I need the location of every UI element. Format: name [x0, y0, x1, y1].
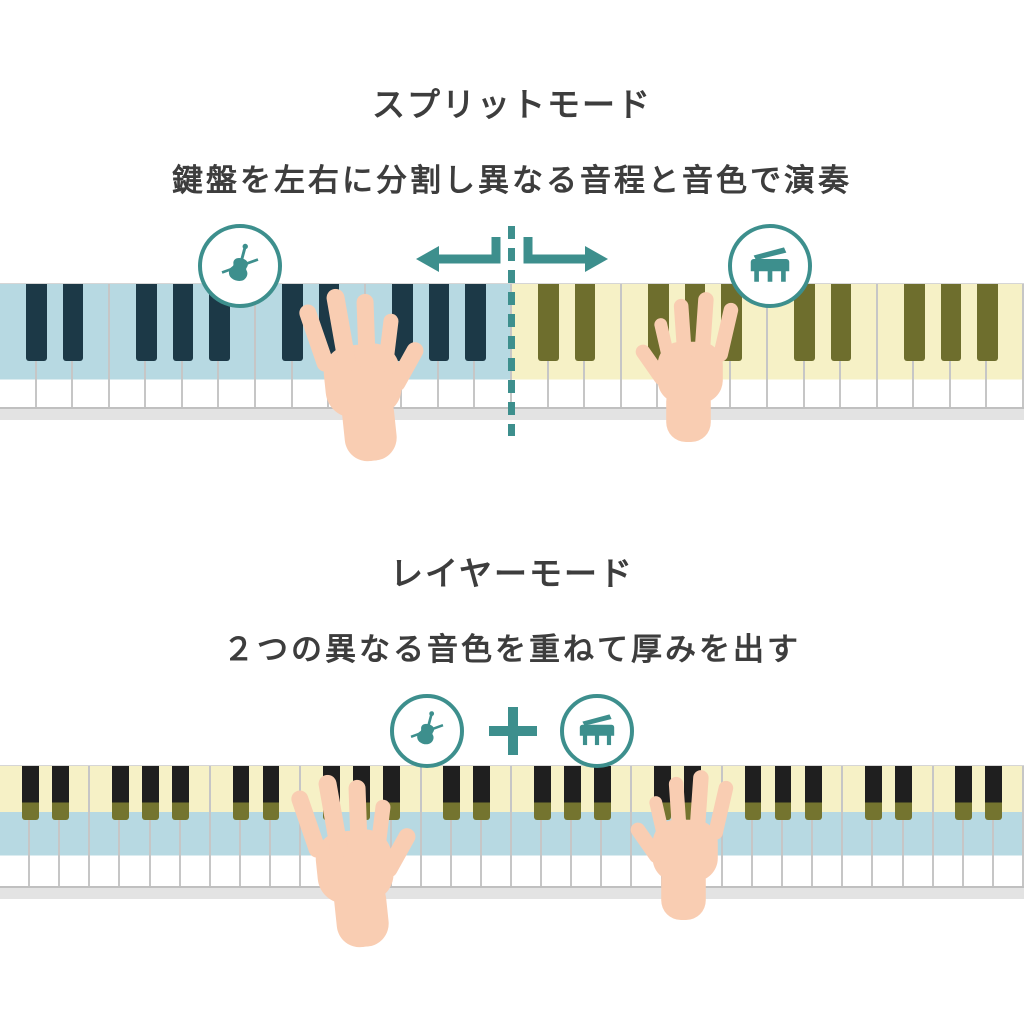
black-key: [904, 284, 925, 361]
black-key: [895, 766, 912, 821]
black-key: [142, 766, 159, 821]
layer-instrument-b-badge: [560, 694, 634, 768]
white-key: [421, 766, 452, 887]
double-bass-icon: [403, 707, 451, 755]
black-key: [538, 284, 559, 361]
black-key: [428, 284, 450, 361]
grand-piano-icon: [742, 238, 798, 294]
layer-keyboard-edge: [0, 886, 1024, 899]
black-key: [533, 766, 551, 821]
arrow-left-icon: [416, 237, 501, 272]
black-key: [804, 766, 822, 821]
layer-mode-title: レイヤーモード: [389, 554, 634, 593]
black-key: [593, 766, 611, 821]
black-key: [232, 766, 250, 821]
black-key: [574, 284, 596, 361]
black-key: [62, 284, 84, 361]
black-key: [136, 284, 157, 361]
black-key: [26, 284, 47, 361]
black-key: [977, 284, 998, 361]
black-key: [282, 284, 303, 361]
black-key: [563, 766, 581, 821]
plus-bar-vertical: [508, 707, 518, 755]
black-key: [864, 766, 882, 821]
black-key: [262, 766, 280, 821]
double-bass-icon: [213, 239, 267, 293]
black-key: [473, 766, 491, 821]
black-key: [443, 766, 461, 821]
black-key: [465, 284, 486, 361]
black-key: [744, 766, 762, 821]
black-key: [794, 284, 815, 361]
black-key: [51, 766, 69, 821]
layer-mode-subtitle: ２つの異なる音色を重ねて厚みを出す: [223, 632, 801, 668]
plus-icon: [489, 707, 537, 755]
layer-keyboard: [0, 765, 1024, 887]
black-key: [940, 284, 962, 361]
split-right-instrument-badge: [728, 224, 812, 308]
right-hand: [625, 770, 754, 920]
black-key: [830, 284, 852, 361]
black-key: [392, 284, 413, 361]
split-mode-subtitle: 鍵盤を左右に分割し異なる音程と音色で演奏: [172, 163, 852, 199]
black-key: [21, 766, 39, 821]
split-left-instrument-badge: [198, 224, 282, 308]
left-hand: [265, 766, 432, 956]
split-divider-line: [508, 226, 515, 436]
right-hand: [630, 292, 759, 442]
black-key: [172, 284, 194, 361]
black-key: [985, 766, 1003, 821]
grand-piano-icon: [572, 706, 622, 756]
black-key: [955, 766, 973, 821]
arrow-right-icon: [523, 237, 608, 272]
black-key: [172, 766, 190, 821]
black-key: [774, 766, 792, 821]
black-key: [112, 766, 129, 821]
layer-instrument-a-badge: [390, 694, 464, 768]
split-mode-title: スプリットモード: [372, 85, 652, 124]
left-hand: [273, 280, 440, 470]
